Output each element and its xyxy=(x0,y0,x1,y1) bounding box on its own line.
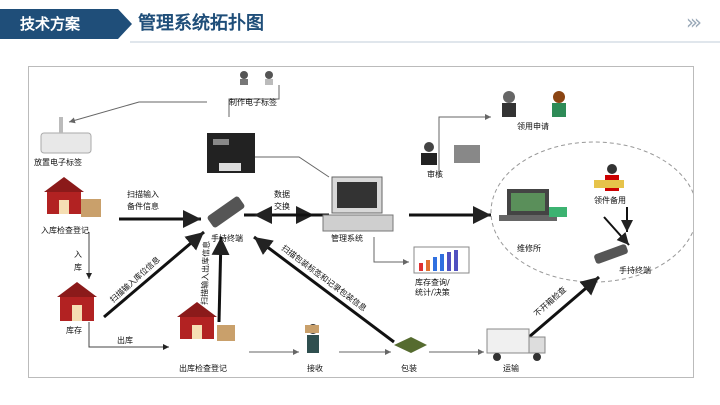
label-warehouse: 库 xyxy=(74,262,82,272)
label-repair-check: 不开箱检查 xyxy=(532,284,568,318)
node-receive: 接收 xyxy=(307,363,323,373)
double-chevron-right-icon[interactable]: ››› xyxy=(686,10,702,34)
node-place-label: 放置电子标签 xyxy=(34,157,82,167)
barn-icon xyxy=(177,302,217,339)
node-pack: 包装 xyxy=(401,363,417,373)
edge-repair-handheld xyxy=(603,216,630,246)
label-inbound: 入 xyxy=(74,250,82,259)
crate-icon xyxy=(217,325,235,341)
crate-icon xyxy=(81,199,101,217)
handheld-terminal-icon xyxy=(207,196,245,228)
node-spare: 领件备用 xyxy=(594,195,626,205)
edge-make-label xyxy=(228,85,280,117)
truck-icon xyxy=(486,328,546,361)
bar-chart-icon xyxy=(413,246,470,274)
node-management: 管理系统 xyxy=(331,233,363,243)
node-query: 库存查询/统计/决策 xyxy=(415,277,450,297)
node-handheld2: 手持终端 xyxy=(619,265,651,275)
edge-outbound xyxy=(88,322,169,350)
node-handheld: 手持终端 xyxy=(211,233,243,243)
node-inventory: 库存 xyxy=(66,325,82,335)
node-inbound-check: 入库检查登记 xyxy=(41,225,89,235)
computer-icon xyxy=(322,176,394,232)
edge-repair-check xyxy=(528,275,600,339)
worker-icon xyxy=(305,324,319,353)
node-make-label: 制作电子标签 xyxy=(229,97,277,107)
person-computer-icon xyxy=(421,142,480,165)
worker-icon xyxy=(594,164,624,191)
people-icon xyxy=(240,71,273,85)
edge-printer-mgmt xyxy=(249,156,330,178)
edge-mgmt-query xyxy=(373,237,409,265)
node-audit: 审核 xyxy=(427,169,443,179)
node-apply: 领用申请 xyxy=(517,121,549,131)
diagram-canvas: 制作电子标签 放置电子标签 入库检查登记 库存 出库检查登记 手持终端 管理系统… xyxy=(34,71,693,373)
edge-place-label xyxy=(68,101,207,124)
slide-header: 技术方案 管理系统拓扑图 ››› xyxy=(0,0,720,44)
node-outbound-check: 出库检查登记 xyxy=(179,363,227,373)
label-scan-outbound: 扫描输入出库信息 xyxy=(199,241,211,305)
edge-scan-outbound xyxy=(211,236,230,323)
edge-audit-apply xyxy=(438,114,491,177)
people-icon xyxy=(502,91,566,117)
printer-icon xyxy=(207,133,255,173)
edge-scan-inbound xyxy=(103,230,205,319)
label-scan-input: 扫描输入 xyxy=(127,189,159,199)
package-icon xyxy=(394,337,427,353)
barn-icon xyxy=(44,177,84,214)
label-outbound: 出库 xyxy=(117,335,133,345)
label-scan-pack: 扫描包装标签和记录包装信息 xyxy=(280,243,369,314)
node-transport: 运输 xyxy=(503,363,519,373)
label-reader-icon xyxy=(40,132,92,154)
laptop-icon xyxy=(499,189,567,221)
section-tag: 技术方案 xyxy=(0,9,132,39)
node-repair: 维修所 xyxy=(517,243,541,253)
handheld-terminal-icon xyxy=(594,244,628,264)
label-scan-inbound: 扫描输入库位信息 xyxy=(108,254,162,304)
edge-scan-pack xyxy=(253,235,395,344)
label-data: 数据 xyxy=(274,189,290,199)
header-divider xyxy=(130,41,720,43)
label-part-info: 备件信息 xyxy=(127,201,159,211)
barn-icon xyxy=(57,282,97,321)
topology-diagram: 制作电子标签 放置电子标签 入库检查登记 库存 出库检查登记 手持终端 管理系统… xyxy=(28,66,694,378)
label-exchange: 交换 xyxy=(274,201,290,211)
slide-title: 管理系统拓扑图 xyxy=(138,13,264,34)
